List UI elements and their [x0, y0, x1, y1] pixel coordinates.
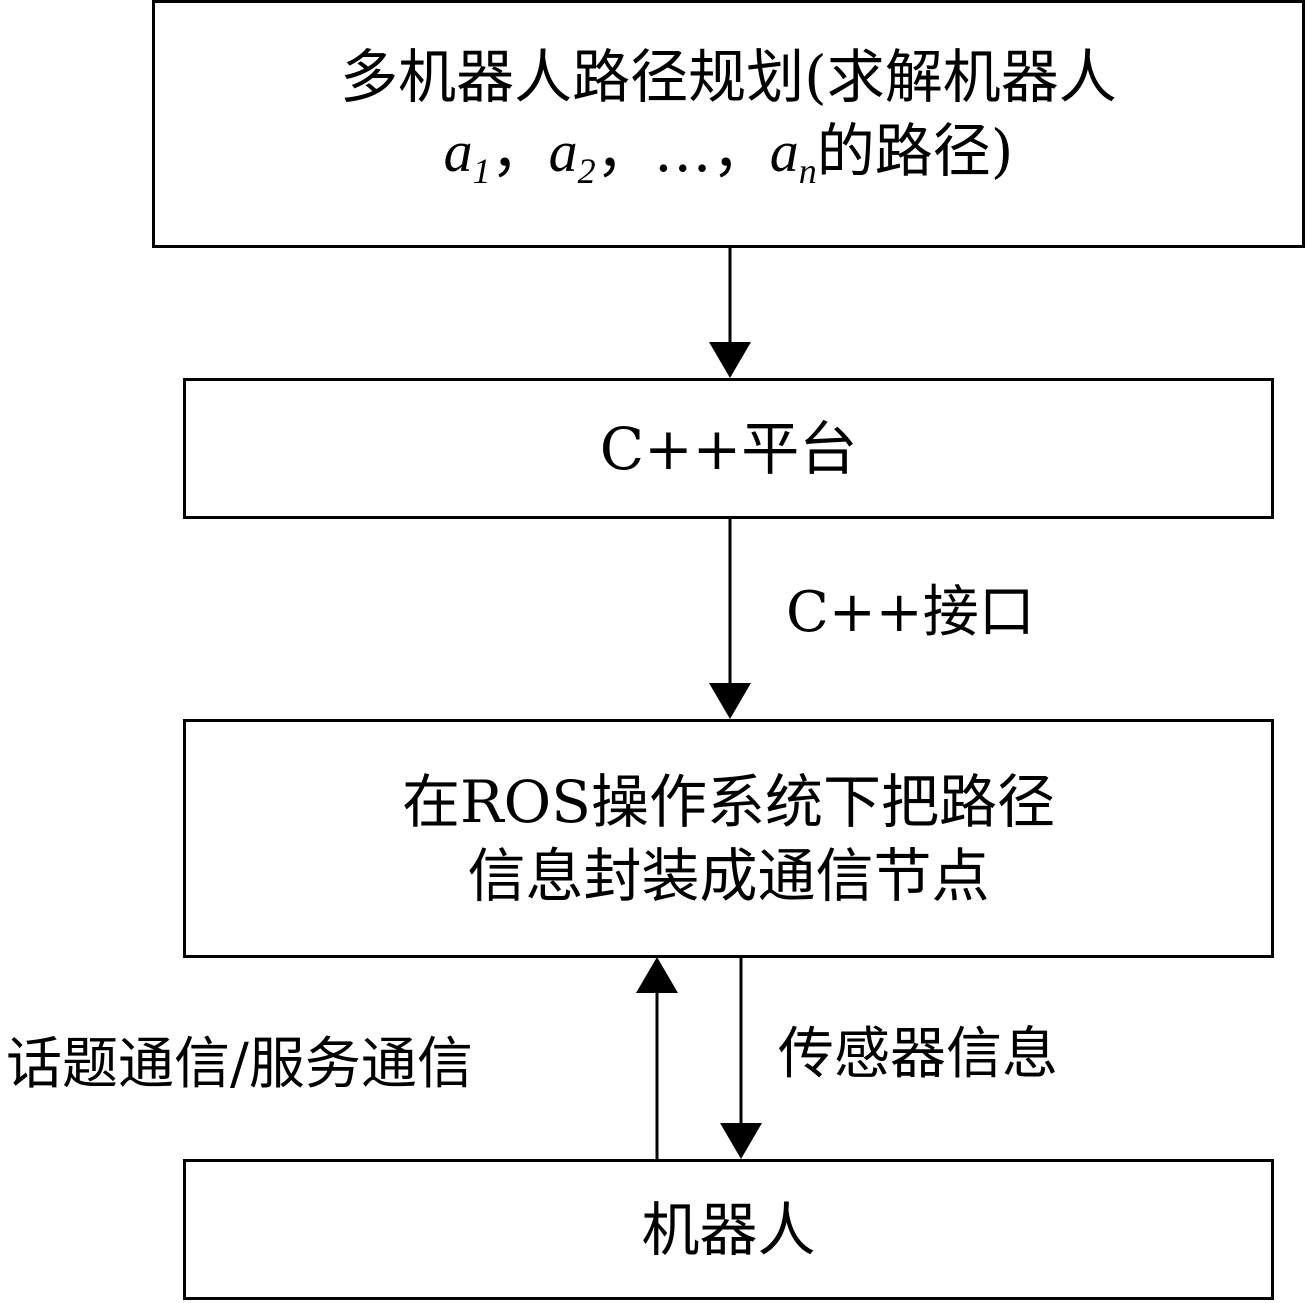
ros-node-line1: 在ROS操作系统下把路径: [402, 767, 1055, 836]
robot-an: an: [769, 119, 817, 191]
planning-title-line2: a1，a2，…，an的路径): [443, 117, 1014, 191]
arrowhead-platform: [709, 342, 751, 378]
ros-node-line2: 信息封装成通信节点: [467, 841, 990, 910]
arrowhead-ros-up: [636, 957, 678, 993]
ellipsis: …: [653, 117, 712, 185]
arrowhead-robot: [720, 1123, 762, 1159]
cpp-interface-label: C++接口: [786, 580, 1035, 645]
topic-service-label: 话题通信/服务通信: [6, 1032, 473, 1097]
robot-label: 机器人: [641, 1195, 816, 1264]
planning-title-line1: 多机器人路径规划(求解机器人: [340, 43, 1117, 111]
robot-box: 机器人: [183, 1159, 1274, 1300]
cpp-platform-label: C++平台: [599, 414, 858, 483]
cpp-platform-box: C++平台: [183, 378, 1274, 519]
robot-a2: a2: [548, 119, 596, 191]
sensor-info-label: 传感器信息: [778, 1022, 1058, 1087]
planning-box: 多机器人路径规划(求解机器人 a1，a2，…，an的路径): [152, 0, 1305, 248]
arrowhead-ros: [709, 683, 751, 719]
ros-node-box: 在ROS操作系统下把路径 信息封装成通信节点: [183, 719, 1274, 958]
robot-a1: a1: [443, 119, 491, 191]
